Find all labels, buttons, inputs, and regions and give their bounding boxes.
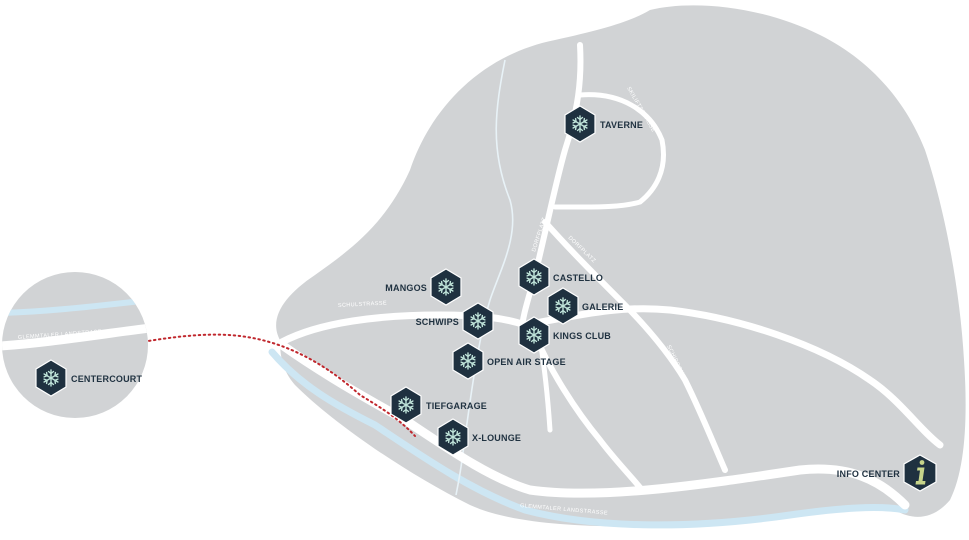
- venue-marker-tiefgarage[interactable]: TIEFGARAGE: [390, 386, 487, 424]
- venue-marker-mangos[interactable]: MANGOS: [385, 268, 462, 306]
- venue-marker-open-air-stage[interactable]: OPEN AIR STAGE: [452, 342, 566, 380]
- venue-marker-schwips[interactable]: SCHWIPS: [416, 302, 494, 340]
- venue-label-tiefgarage: TIEFGARAGE: [426, 401, 487, 411]
- venue-label-taverne: TAVERNE: [600, 120, 643, 130]
- street-label-glemmtaler-inset: GLEMMTALER LANDSTRASE: [18, 329, 102, 341]
- venue-label-schwips: SCHWIPS: [416, 317, 459, 327]
- route-path: [84, 333, 416, 437]
- venue-marker-galerie[interactable]: GALERIE: [547, 287, 623, 325]
- centercourt-inset: [2, 272, 148, 418]
- venue-marker-centercourt[interactable]: CENTERCOURT: [35, 359, 143, 397]
- venue-marker-kings-club[interactable]: KINGS CLUB: [518, 316, 611, 354]
- venue-label-centercourt: CENTERCOURT: [71, 374, 143, 384]
- venue-marker-castello[interactable]: CASTELLO: [518, 258, 603, 296]
- info-icon: [915, 460, 926, 485]
- venue-marker-x-lounge[interactable]: X-LOUNGE: [437, 418, 521, 456]
- venue-label-info-center: INFO CENTER: [837, 469, 901, 479]
- venue-label-mangos: MANGOS: [385, 283, 427, 293]
- venue-marker-taverne[interactable]: TAVERNE: [564, 105, 643, 143]
- info-center-marker[interactable]: INFO CENTER: [837, 454, 937, 492]
- river: [268, 348, 909, 529]
- street-label-schulstrasse: SCHULSTRASSE: [338, 300, 387, 309]
- venue-label-x-lounge: X-LOUNGE: [472, 433, 521, 443]
- venue-label-kings-club: KINGS CLUB: [553, 331, 611, 341]
- venue-label-galerie: GALERIE: [582, 302, 623, 312]
- venue-label-castello: CASTELLO: [553, 273, 603, 283]
- venue-label-open-air-stage: OPEN AIR STAGE: [487, 357, 566, 367]
- village-land: [276, 5, 966, 527]
